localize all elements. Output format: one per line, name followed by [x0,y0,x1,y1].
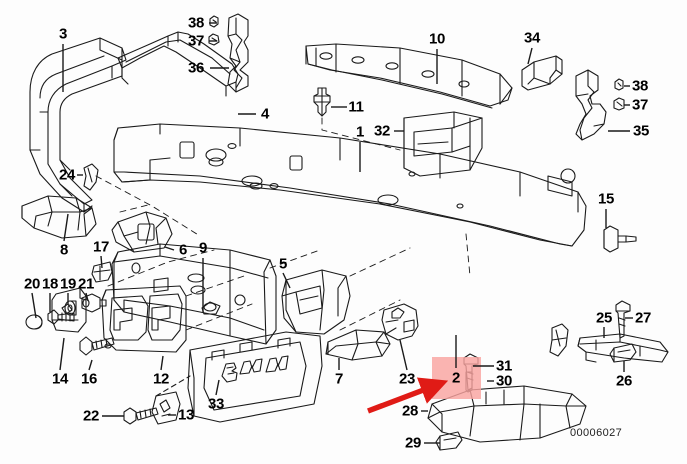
part-38-clip-right [614,78,624,91]
part-1-bumper-carrier [113,123,587,247]
part-26-clip [609,343,637,363]
part-27-screw [615,300,631,339]
part-25-side-bracket [549,323,569,357]
callout-label-28: 28 [401,402,419,420]
part-24-clip [83,163,99,191]
callout-label-18: 18 [41,275,59,293]
callout-label-16: 16 [80,370,98,388]
callout-label-20: 20 [23,275,41,293]
part-29-clip [435,431,463,451]
part-33-plate-holder [187,331,323,423]
part-9-mounting-bar [111,243,277,345]
part-8-end-trim [21,195,97,239]
callout-label-6: 6 [178,241,188,259]
part-38-clip-left [209,15,219,28]
part-2-bumper-cover [360,286,580,300]
part-6-plate-surround [111,211,173,253]
part-36-bracket [227,13,249,93]
callout-label-26: 26 [615,372,633,390]
part-35-bracket [575,69,607,141]
part-25-support-rail [577,333,669,363]
callout-label-37: 37 [631,96,649,114]
callout-label-31: 31 [495,357,513,375]
callout-label-35: 35 [632,122,650,140]
callout-label-30: 30 [495,372,513,390]
callout-label-7: 7 [334,370,344,388]
callout-label-23: 23 [398,370,416,388]
assembly-guide-lines [95,95,471,331]
part-12-plate-base [101,285,187,353]
part-37-clip-left [208,33,220,46]
callout-label-9: 9 [198,239,208,257]
callout-label-33: 33 [207,395,225,413]
callout-label-36: 36 [187,59,205,77]
callout-label-3: 3 [58,25,68,43]
callout-label-1: 1 [355,123,365,141]
callout-label-25: 25 [595,309,613,327]
callout-label-4: 4 [260,105,270,123]
callout-label-29: 29 [404,434,422,452]
callout-label-38: 38 [187,14,205,32]
part-3-trim-rail [29,37,127,213]
callout-label-38: 38 [631,77,649,95]
callout-label-22: 22 [82,407,100,425]
part-15-bolt [603,225,637,253]
callout-label-24: 24 [58,166,76,184]
part-22-screw [123,407,159,425]
callout-label-34: 34 [523,29,541,47]
callout-label-32: 32 [373,122,391,140]
part-14-bracket [51,287,87,333]
part-10-reinforcement [305,43,513,109]
part-19-washer [64,300,77,316]
part-16-screw [79,336,115,356]
callout-label-37: 37 [187,32,205,50]
callout-label-13: 13 [177,406,195,424]
callout-label-27: 27 [634,309,652,327]
callout-label-8: 8 [59,241,69,259]
part-20-cap [25,314,43,330]
part-34-bracket [521,55,563,91]
part-37-clip-right [613,97,625,111]
part-5-corner-trim [281,269,351,335]
callout-label-12: 12 [152,370,170,388]
watermark-code: 00006027 [570,427,623,439]
callout-label-15: 15 [597,190,615,208]
callout-label-10: 10 [428,30,446,48]
part-7-corner-trim [325,329,391,361]
callout-label-11: 11 [348,98,364,116]
callout-label-17: 17 [92,238,110,256]
callout-label-19: 19 [59,275,77,293]
callout-label-2: 2 [451,369,461,387]
part-32-recess-panel [403,111,483,177]
callout-label-14: 14 [51,370,69,388]
callout-label-5: 5 [278,255,288,273]
part-17-clip [91,261,113,283]
part-4-impact-rail [117,31,239,97]
callout-label-21: 21 [77,275,95,293]
part-23-bracket [381,303,419,341]
